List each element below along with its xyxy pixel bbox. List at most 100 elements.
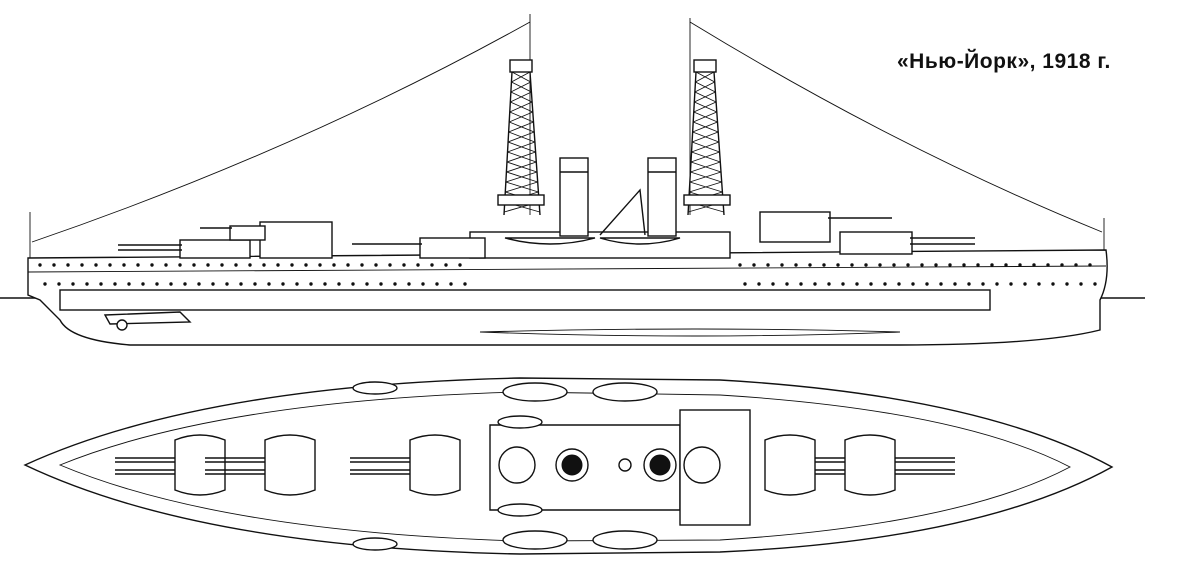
porthole <box>99 282 103 286</box>
porthole <box>197 282 201 286</box>
porthole <box>346 263 350 267</box>
cage-mast-aft <box>497 59 545 216</box>
cage-mast-fore <box>683 59 731 216</box>
porthole <box>164 263 168 267</box>
porthole <box>435 282 439 286</box>
porthole <box>379 282 383 286</box>
porthole <box>1037 282 1041 286</box>
porthole <box>780 263 784 267</box>
main-turret <box>115 434 226 496</box>
porthole <box>430 263 434 267</box>
porthole <box>892 263 896 267</box>
porthole <box>883 282 887 286</box>
porthole <box>122 263 126 267</box>
porthole <box>1079 282 1083 286</box>
porthole <box>281 282 285 286</box>
porthole <box>80 263 84 267</box>
porthole <box>38 263 42 267</box>
porthole <box>1023 282 1027 286</box>
aft-superstructure <box>259 221 333 259</box>
porthole <box>738 263 742 267</box>
porthole <box>771 282 775 286</box>
boat <box>592 382 658 402</box>
porthole <box>449 282 453 286</box>
porthole <box>71 282 75 286</box>
porthole <box>192 263 196 267</box>
porthole <box>962 263 966 267</box>
porthole <box>178 263 182 267</box>
porthole <box>925 282 929 286</box>
porthole <box>948 263 952 267</box>
drawing-title: «Нью-Йорк», 1918 г. <box>897 50 1111 73</box>
porthole <box>85 282 89 286</box>
rigging <box>31 21 1103 243</box>
porthole <box>1060 263 1064 267</box>
porthole <box>1046 263 1050 267</box>
turret-2 <box>759 211 831 243</box>
porthole <box>743 282 747 286</box>
main-turret <box>844 434 955 496</box>
porthole <box>220 263 224 267</box>
porthole <box>388 263 392 267</box>
porthole <box>304 263 308 267</box>
porthole <box>295 282 299 286</box>
porthole <box>183 282 187 286</box>
porthole <box>225 282 229 286</box>
boat-crane <box>599 188 646 236</box>
porthole <box>318 263 322 267</box>
porthole <box>276 263 280 267</box>
porthole <box>458 263 462 267</box>
funnel-aft <box>559 157 589 237</box>
porthole <box>1018 263 1022 267</box>
porthole <box>799 282 803 286</box>
porthole <box>953 282 957 286</box>
porthole <box>253 282 257 286</box>
porthole <box>785 282 789 286</box>
porthole <box>393 282 397 286</box>
boat <box>592 530 658 550</box>
porthole <box>1004 263 1008 267</box>
porthole <box>920 263 924 267</box>
porthole <box>262 263 266 267</box>
boat-1 <box>504 237 596 245</box>
porthole <box>1009 282 1013 286</box>
porthole <box>766 263 770 267</box>
porthole <box>155 282 159 286</box>
porthole <box>57 282 61 286</box>
porthole <box>421 282 425 286</box>
porthole <box>444 263 448 267</box>
porthole <box>43 282 47 286</box>
porthole <box>1065 282 1069 286</box>
boat-2 <box>599 237 681 245</box>
porthole <box>351 282 355 286</box>
turret-3 <box>419 237 486 259</box>
porthole <box>1051 282 1055 286</box>
porthole <box>374 263 378 267</box>
porthole <box>869 282 873 286</box>
porthole <box>248 263 252 267</box>
porthole <box>309 282 313 286</box>
superstructure <box>469 231 731 259</box>
main-turret <box>350 434 461 496</box>
porthole <box>463 282 467 286</box>
aft-mast-top <box>498 446 536 484</box>
porthole <box>337 282 341 286</box>
porthole <box>407 282 411 286</box>
main-turret <box>205 434 316 496</box>
porthole <box>267 282 271 286</box>
porthole <box>897 282 901 286</box>
porthole <box>934 263 938 267</box>
deck-plan <box>23 377 1114 555</box>
porthole <box>990 263 994 267</box>
porthole <box>911 282 915 286</box>
porthole <box>66 263 70 267</box>
porthole <box>365 282 369 286</box>
porthole <box>141 282 145 286</box>
porthole <box>967 282 971 286</box>
boat <box>502 530 568 550</box>
turret-1 <box>839 231 913 255</box>
porthole <box>169 282 173 286</box>
porthole <box>1093 282 1097 286</box>
